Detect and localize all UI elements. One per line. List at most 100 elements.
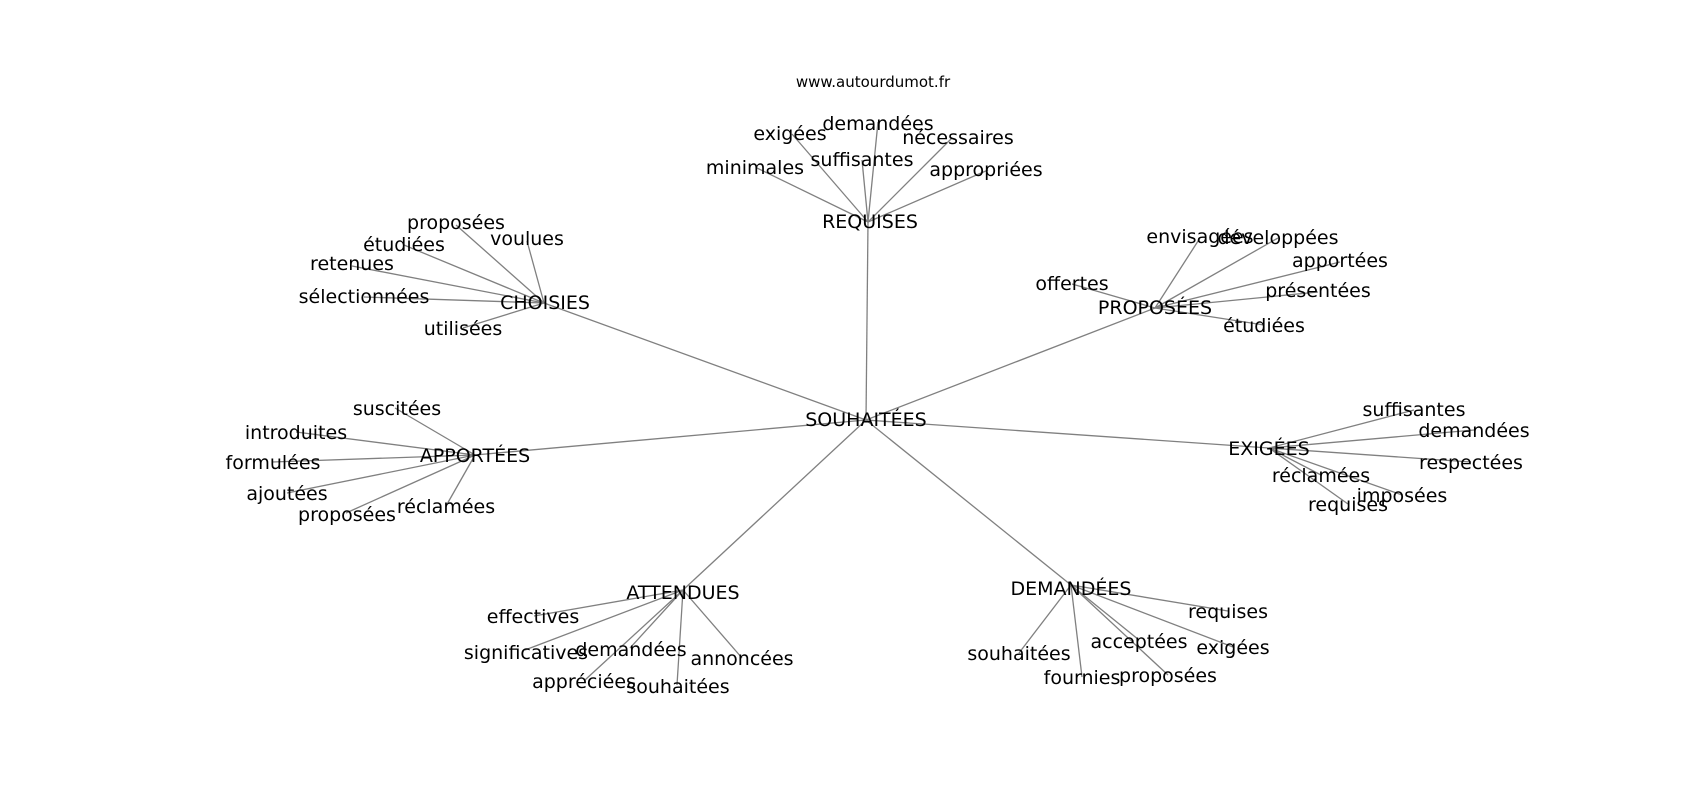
leaf-edge	[584, 589, 684, 681]
leaf-node-label: souhaitées	[626, 676, 729, 698]
leaf-edge	[445, 454, 476, 507]
leaf-node-label: fournies	[1044, 667, 1121, 689]
leaf-node-label: étudiées	[1223, 315, 1305, 337]
leaf-edge	[867, 137, 953, 223]
leaf-edge	[1268, 447, 1472, 463]
leaf-node-label: respectées	[1419, 452, 1523, 474]
leaf-edge	[295, 431, 476, 456]
leaf-edge	[526, 240, 545, 304]
leaf-node-label: réclamées	[1272, 465, 1370, 487]
leaf-edge	[403, 244, 545, 304]
leaf-node-label: sélectionnées	[299, 286, 430, 308]
leaf-edge	[524, 589, 684, 651]
leaf-node-label: acceptées	[1090, 631, 1187, 653]
leaf-node-label: utilisées	[424, 318, 503, 340]
leaf-edge	[1154, 237, 1279, 309]
leaf-node-label: retenues	[310, 253, 394, 275]
leaf-node-label: appréciées	[532, 671, 636, 693]
center-edge	[865, 307, 1156, 421]
leaf-edge	[1154, 291, 1319, 309]
leaf-edge	[1268, 409, 1415, 449]
hub-node-label: PROPOSÉES	[1098, 296, 1212, 319]
leaf-edge	[1268, 447, 1403, 496]
leaf-node-label: souhaitées	[967, 643, 1070, 665]
hub-node-label: CHOISIES	[500, 292, 590, 314]
leaf-node-label: voulues	[490, 228, 564, 250]
leaf-node-label: suffisantes	[1363, 399, 1466, 421]
leaf-edge	[533, 589, 684, 617]
leaf-node-label: proposées	[298, 504, 396, 526]
leaf-edge	[1070, 584, 1140, 641]
center-edge	[543, 302, 867, 421]
leaf-node-label: introduites	[245, 422, 347, 444]
leaf-edge	[363, 296, 545, 304]
leaf-node-label: minimales	[706, 157, 804, 179]
center-edge	[682, 419, 867, 591]
leaf-edge	[1154, 261, 1341, 309]
leaf-edge	[1154, 307, 1265, 326]
leaf-edge	[1154, 237, 1201, 309]
leaf-edge	[629, 589, 684, 649]
hub-node-label: EXIGÉES	[1228, 437, 1309, 460]
leaf-edge	[682, 589, 743, 659]
leaf-node-label: réclamées	[397, 496, 495, 518]
leaf-node-label: formulées	[226, 452, 321, 474]
leaf-node-label: demandées	[1418, 420, 1529, 442]
leaf-node-label: proposées	[1119, 665, 1217, 687]
leaf-edge	[1018, 584, 1072, 654]
leaf-edge	[791, 133, 869, 223]
center-edge	[474, 419, 867, 456]
leaf-node-label: ajoutées	[246, 483, 327, 505]
leaf-edge	[455, 224, 545, 304]
leaf-edge	[394, 407, 476, 456]
leaf-edge	[462, 302, 545, 329]
hub-node-label: APPORTÉES	[420, 444, 530, 467]
site-watermark: www.autourdumot.fr	[796, 73, 951, 91]
leaf-node-label: requises	[1188, 601, 1268, 623]
leaf-edge	[345, 454, 476, 514]
leaf-node-label: étudiées	[363, 234, 445, 256]
hub-node-label: DEMANDÉES	[1011, 577, 1132, 600]
leaf-node-label: exigées	[753, 123, 826, 145]
leaf-node-label: demandées	[575, 639, 686, 661]
leaf-node-label: envisagées	[1146, 226, 1253, 248]
center-edge	[865, 419, 1270, 449]
hub-node-label: REQUISES	[822, 211, 918, 233]
leaf-node-label: requises	[1308, 494, 1388, 516]
leaf-node-label: nécessaires	[902, 127, 1014, 149]
leaf-node-label: effectives	[487, 606, 579, 628]
leaf-node-label: apportées	[1292, 250, 1388, 272]
leaf-node-label: suffisantes	[811, 149, 914, 171]
leaf-edge	[271, 454, 476, 463]
center-edge	[865, 221, 869, 421]
leaf-edge	[351, 265, 545, 304]
edges	[271, 121, 1475, 686]
leaf-node-label: significatives	[464, 642, 588, 664]
leaf-edge	[286, 454, 476, 494]
center-node-label: SOUHAITÉES	[805, 408, 927, 431]
leaf-node-label: imposées	[1357, 485, 1448, 507]
leaf-edge	[1070, 584, 1234, 648]
labels: www.autourdumot.fr SOUHAITÉES REQUISES ex…	[226, 73, 1530, 698]
leaf-edge	[1268, 429, 1475, 449]
leaf-node-label: offertes	[1035, 273, 1108, 295]
leaf-edge	[1070, 584, 1229, 612]
leaf-edge	[756, 167, 869, 223]
leaf-edge	[1268, 447, 1349, 505]
leaf-edge	[676, 589, 684, 686]
leaf-edge	[1070, 584, 1169, 676]
leaf-edge	[867, 169, 989, 223]
hub-node-label: ATTENDUES	[626, 582, 739, 604]
leaf-edge	[1070, 584, 1083, 678]
leaf-edge	[861, 159, 869, 223]
leaf-node-label: demandées	[822, 113, 933, 135]
leaf-node-label: développées	[1218, 227, 1339, 249]
leaf-node-label: appropriées	[929, 159, 1042, 181]
leaf-edge	[1071, 283, 1156, 309]
leaf-node-label: proposées	[407, 212, 505, 234]
leaf-node-label: annoncées	[690, 648, 793, 670]
center-edge	[865, 419, 1072, 586]
leaf-edge	[867, 121, 879, 223]
leaf-node-label: présentées	[1265, 280, 1371, 302]
